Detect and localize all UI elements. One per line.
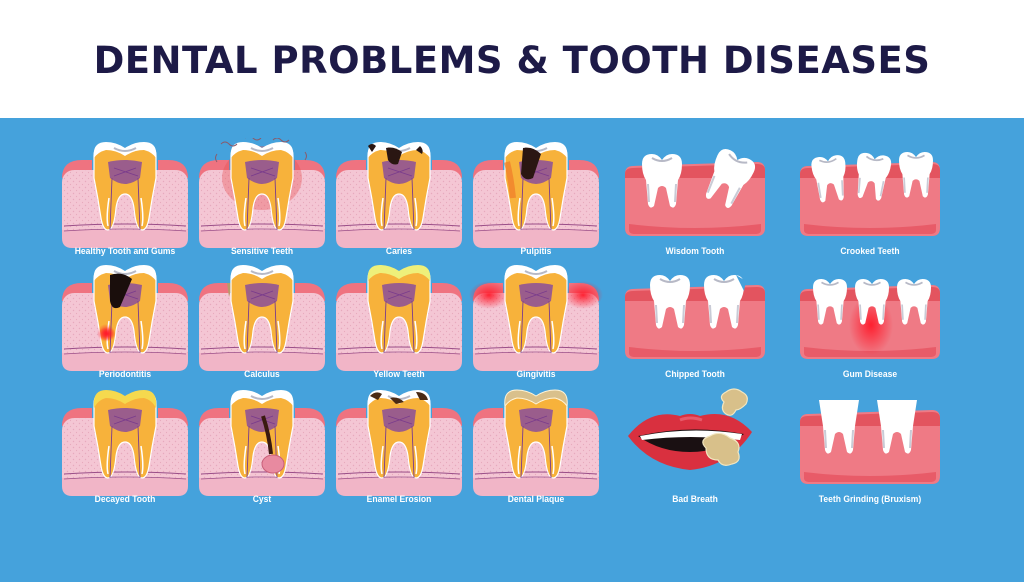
header: DENTAL PROBLEMS & TOOTH DISEASES [0, 0, 1024, 118]
label: Teeth Grinding (Bruxism) [818, 494, 922, 505]
page-title: DENTAL PROBLEMS & TOOTH DISEASES [93, 38, 931, 82]
sensitive-tooth-icon [198, 138, 326, 249]
tile-calculus: Calculus [187, 261, 337, 386]
healthy-tooth-icon [61, 141, 189, 249]
tile-pulpitis: Pulpitis [461, 138, 611, 263]
label: Decayed Tooth [94, 494, 156, 505]
label: Gingivitis [516, 369, 556, 380]
wisdom-tooth-icon [625, 145, 765, 236]
crooked-teeth-icon [800, 151, 940, 236]
label: Cyst [252, 494, 272, 505]
caries-tooth-icon [335, 141, 463, 249]
cyst-tooth-icon [198, 389, 326, 497]
label: Chipped Tooth [665, 369, 725, 380]
gingivitis-tooth-icon [469, 264, 603, 372]
tile-enamel-erosion: Enamel Erosion [324, 386, 474, 511]
tile-teeth-grinding: Teeth Grinding (Bruxism) [795, 386, 945, 511]
label: Yellow Teeth [373, 369, 425, 380]
bad-breath-icon [628, 388, 752, 470]
tile-crooked-teeth: Crooked Teeth [795, 138, 945, 263]
tile-bad-breath: Bad Breath [620, 386, 770, 511]
tile-caries: Caries [324, 138, 474, 263]
gum-disease-icon [800, 278, 940, 359]
label: Healthy Tooth and Gums [74, 246, 176, 257]
periodontitis-tooth-icon [61, 264, 189, 372]
label: Caries [385, 246, 413, 257]
teeth-grinding-icon [800, 400, 940, 484]
label: Bad Breath [672, 494, 718, 505]
tile-gum-disease: Gum Disease [795, 261, 945, 386]
tile-dental-plaque: Dental Plaque [461, 386, 611, 511]
tile-chipped-tooth: Chipped Tooth [620, 261, 770, 386]
label: Crooked Teeth [840, 246, 900, 257]
enamel-erosion-tooth-icon [335, 389, 463, 497]
chipped-tooth-icon [625, 274, 765, 359]
dental-plaque-tooth-icon [472, 389, 600, 497]
label: Calculus [244, 369, 280, 380]
yellow-tooth-icon [335, 265, 463, 372]
tile-gingivitis: Gingivitis [461, 261, 611, 386]
tile-sensitive-teeth: Sensitive Teeth [187, 138, 337, 263]
label: Gum Disease [842, 369, 898, 380]
tile-yellow-teeth: Yellow Teeth [324, 261, 474, 386]
tile-periodontitis: Periodontitis [50, 261, 200, 386]
pulpitis-tooth-icon [472, 141, 600, 249]
tile-cyst: Cyst [187, 386, 337, 511]
calculus-tooth-icon [198, 264, 326, 372]
decayed-tooth-icon [61, 390, 189, 497]
tile-healthy-tooth: Healthy Tooth and Gums [50, 138, 200, 263]
tile-decayed-tooth: Decayed Tooth [50, 386, 200, 511]
label: Dental Plaque [507, 494, 565, 505]
label: Enamel Erosion [366, 494, 432, 505]
tile-wisdom-tooth: Wisdom Tooth [620, 138, 770, 263]
label: Pulpitis [520, 246, 552, 257]
label: Sensitive Teeth [230, 246, 294, 257]
label: Periodontitis [98, 369, 152, 380]
illustration-panel: Healthy Tooth and Gums Sensitive Teeth C… [0, 118, 1024, 582]
label: Wisdom Tooth [665, 246, 725, 257]
